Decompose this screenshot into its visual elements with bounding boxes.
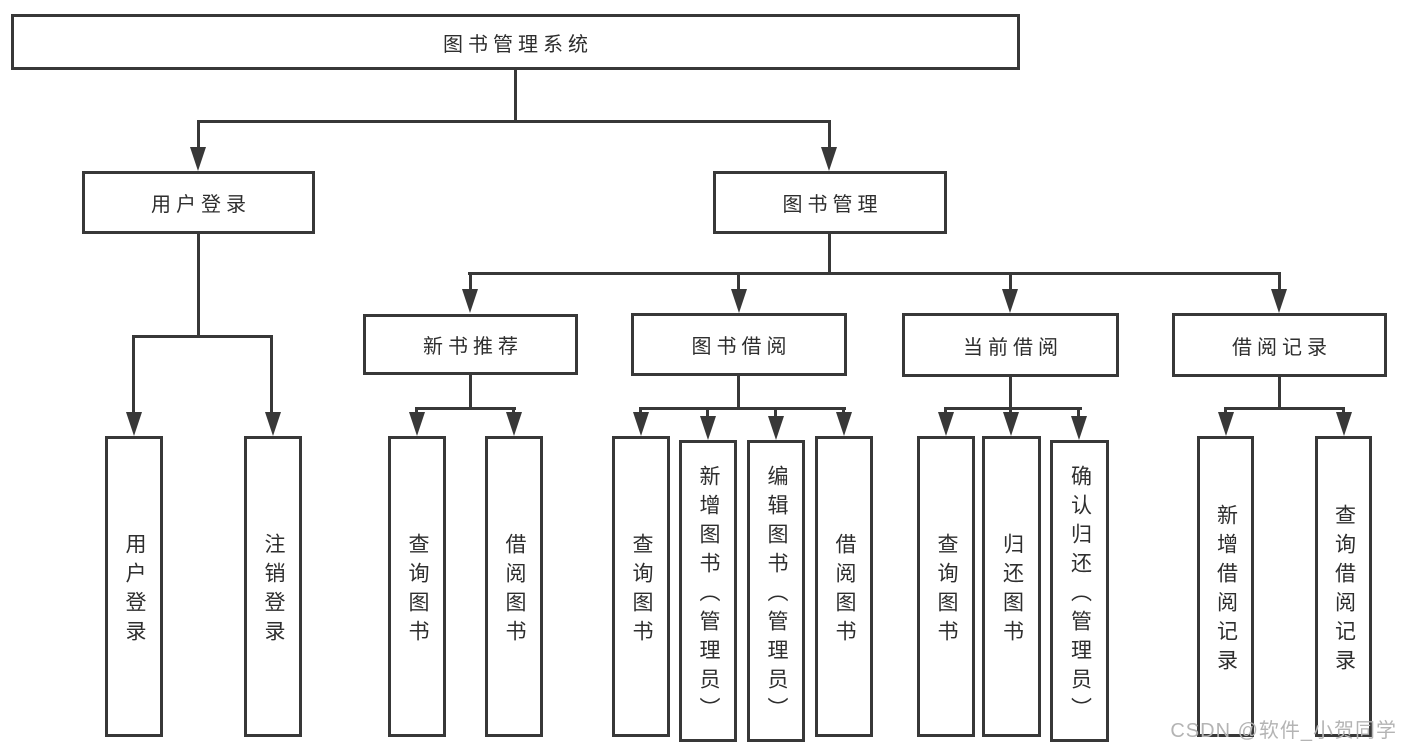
connector-line: [1077, 407, 1080, 416]
connector-line: [944, 407, 1082, 410]
connector-line: [842, 407, 845, 412]
connector-line: [944, 407, 947, 412]
connector-line: [706, 407, 709, 416]
leaf-recommend-query-books: 查询图书: [388, 436, 446, 737]
leaf-borrow-books: 借阅图书: [815, 436, 873, 737]
connector-line: [737, 376, 740, 407]
connector-line: [197, 234, 200, 335]
connector-line: [1009, 272, 1012, 289]
leaf-current-query-books: 查询图书: [917, 436, 975, 737]
leaf-confirm-return-admin: 确认归还（管理员）: [1050, 440, 1109, 742]
connector-line: [1009, 407, 1012, 412]
arrow-down-icon: [265, 412, 281, 436]
arrow-down-icon: [731, 289, 747, 313]
node-borrowing-records: 借阅记录: [1172, 313, 1387, 377]
connector-line: [468, 272, 1281, 275]
leaf-recommend-borrow-books: 借阅图书: [485, 436, 543, 737]
arrow-down-icon: [700, 416, 716, 440]
connector-line: [737, 272, 740, 289]
arrow-down-icon: [1271, 289, 1287, 313]
node-library-management-system: 图书管理系统: [11, 14, 1020, 70]
node-book-management: 图书管理: [713, 171, 947, 234]
arrow-down-icon: [462, 289, 478, 313]
node-book-borrowing: 图书借阅: [631, 313, 847, 376]
connector-line: [639, 407, 846, 410]
arrow-down-icon: [506, 412, 522, 436]
connector-line: [469, 272, 472, 289]
connector-line: [828, 234, 831, 272]
arrow-down-icon: [1218, 412, 1234, 436]
leaf-borrowing-query-books: 查询图书: [612, 436, 670, 737]
connector-line: [1342, 407, 1345, 412]
connector-line: [1009, 377, 1012, 407]
connector-line: [1224, 407, 1227, 412]
leaf-user-login: 用户登录: [105, 436, 163, 737]
csdn-watermark: CSDN @软件_小贺同学: [1170, 720, 1397, 742]
connector-line: [415, 407, 418, 412]
connector-line: [514, 69, 517, 120]
connector-line: [469, 375, 472, 407]
arrow-down-icon: [768, 416, 784, 440]
leaf-logout: 注销登录: [244, 436, 302, 737]
node-current-borrowing: 当前借阅: [902, 313, 1119, 377]
leaf-add-borrowing-record: 新增借阅记录: [1197, 436, 1254, 737]
arrow-down-icon: [633, 412, 649, 436]
arrow-down-icon: [409, 412, 425, 436]
connector-line: [415, 407, 516, 410]
leaf-edit-book-admin: 编辑图书（管理员）: [747, 440, 805, 742]
node-new-book-recommendation: 新书推荐: [363, 314, 578, 375]
arrow-down-icon: [190, 147, 206, 171]
connector-line: [197, 120, 831, 123]
connector-line: [270, 335, 273, 412]
connector-line: [132, 335, 135, 412]
connector-line: [132, 335, 273, 338]
node-user-login: 用户登录: [82, 171, 315, 234]
arrow-down-icon: [1336, 412, 1352, 436]
connector-line: [1278, 272, 1281, 289]
arrow-down-icon: [1003, 412, 1019, 436]
connector-line: [1278, 377, 1281, 407]
arrow-down-icon: [126, 412, 142, 436]
connector-line: [639, 407, 642, 412]
connector-line: [828, 120, 831, 147]
leaf-add-book-admin: 新增图书（管理员）: [679, 440, 737, 742]
arrow-down-icon: [821, 147, 837, 171]
connector-line: [512, 407, 515, 412]
connector-line: [197, 120, 200, 147]
connector-line: [774, 407, 777, 416]
arrow-down-icon: [1071, 416, 1087, 440]
arrow-down-icon: [938, 412, 954, 436]
arrow-down-icon: [836, 412, 852, 436]
connector-line: [1224, 407, 1345, 410]
leaf-query-borrowing-record: 查询借阅记录: [1315, 436, 1372, 737]
arrow-down-icon: [1002, 289, 1018, 313]
leaf-return-books: 归还图书: [982, 436, 1041, 737]
